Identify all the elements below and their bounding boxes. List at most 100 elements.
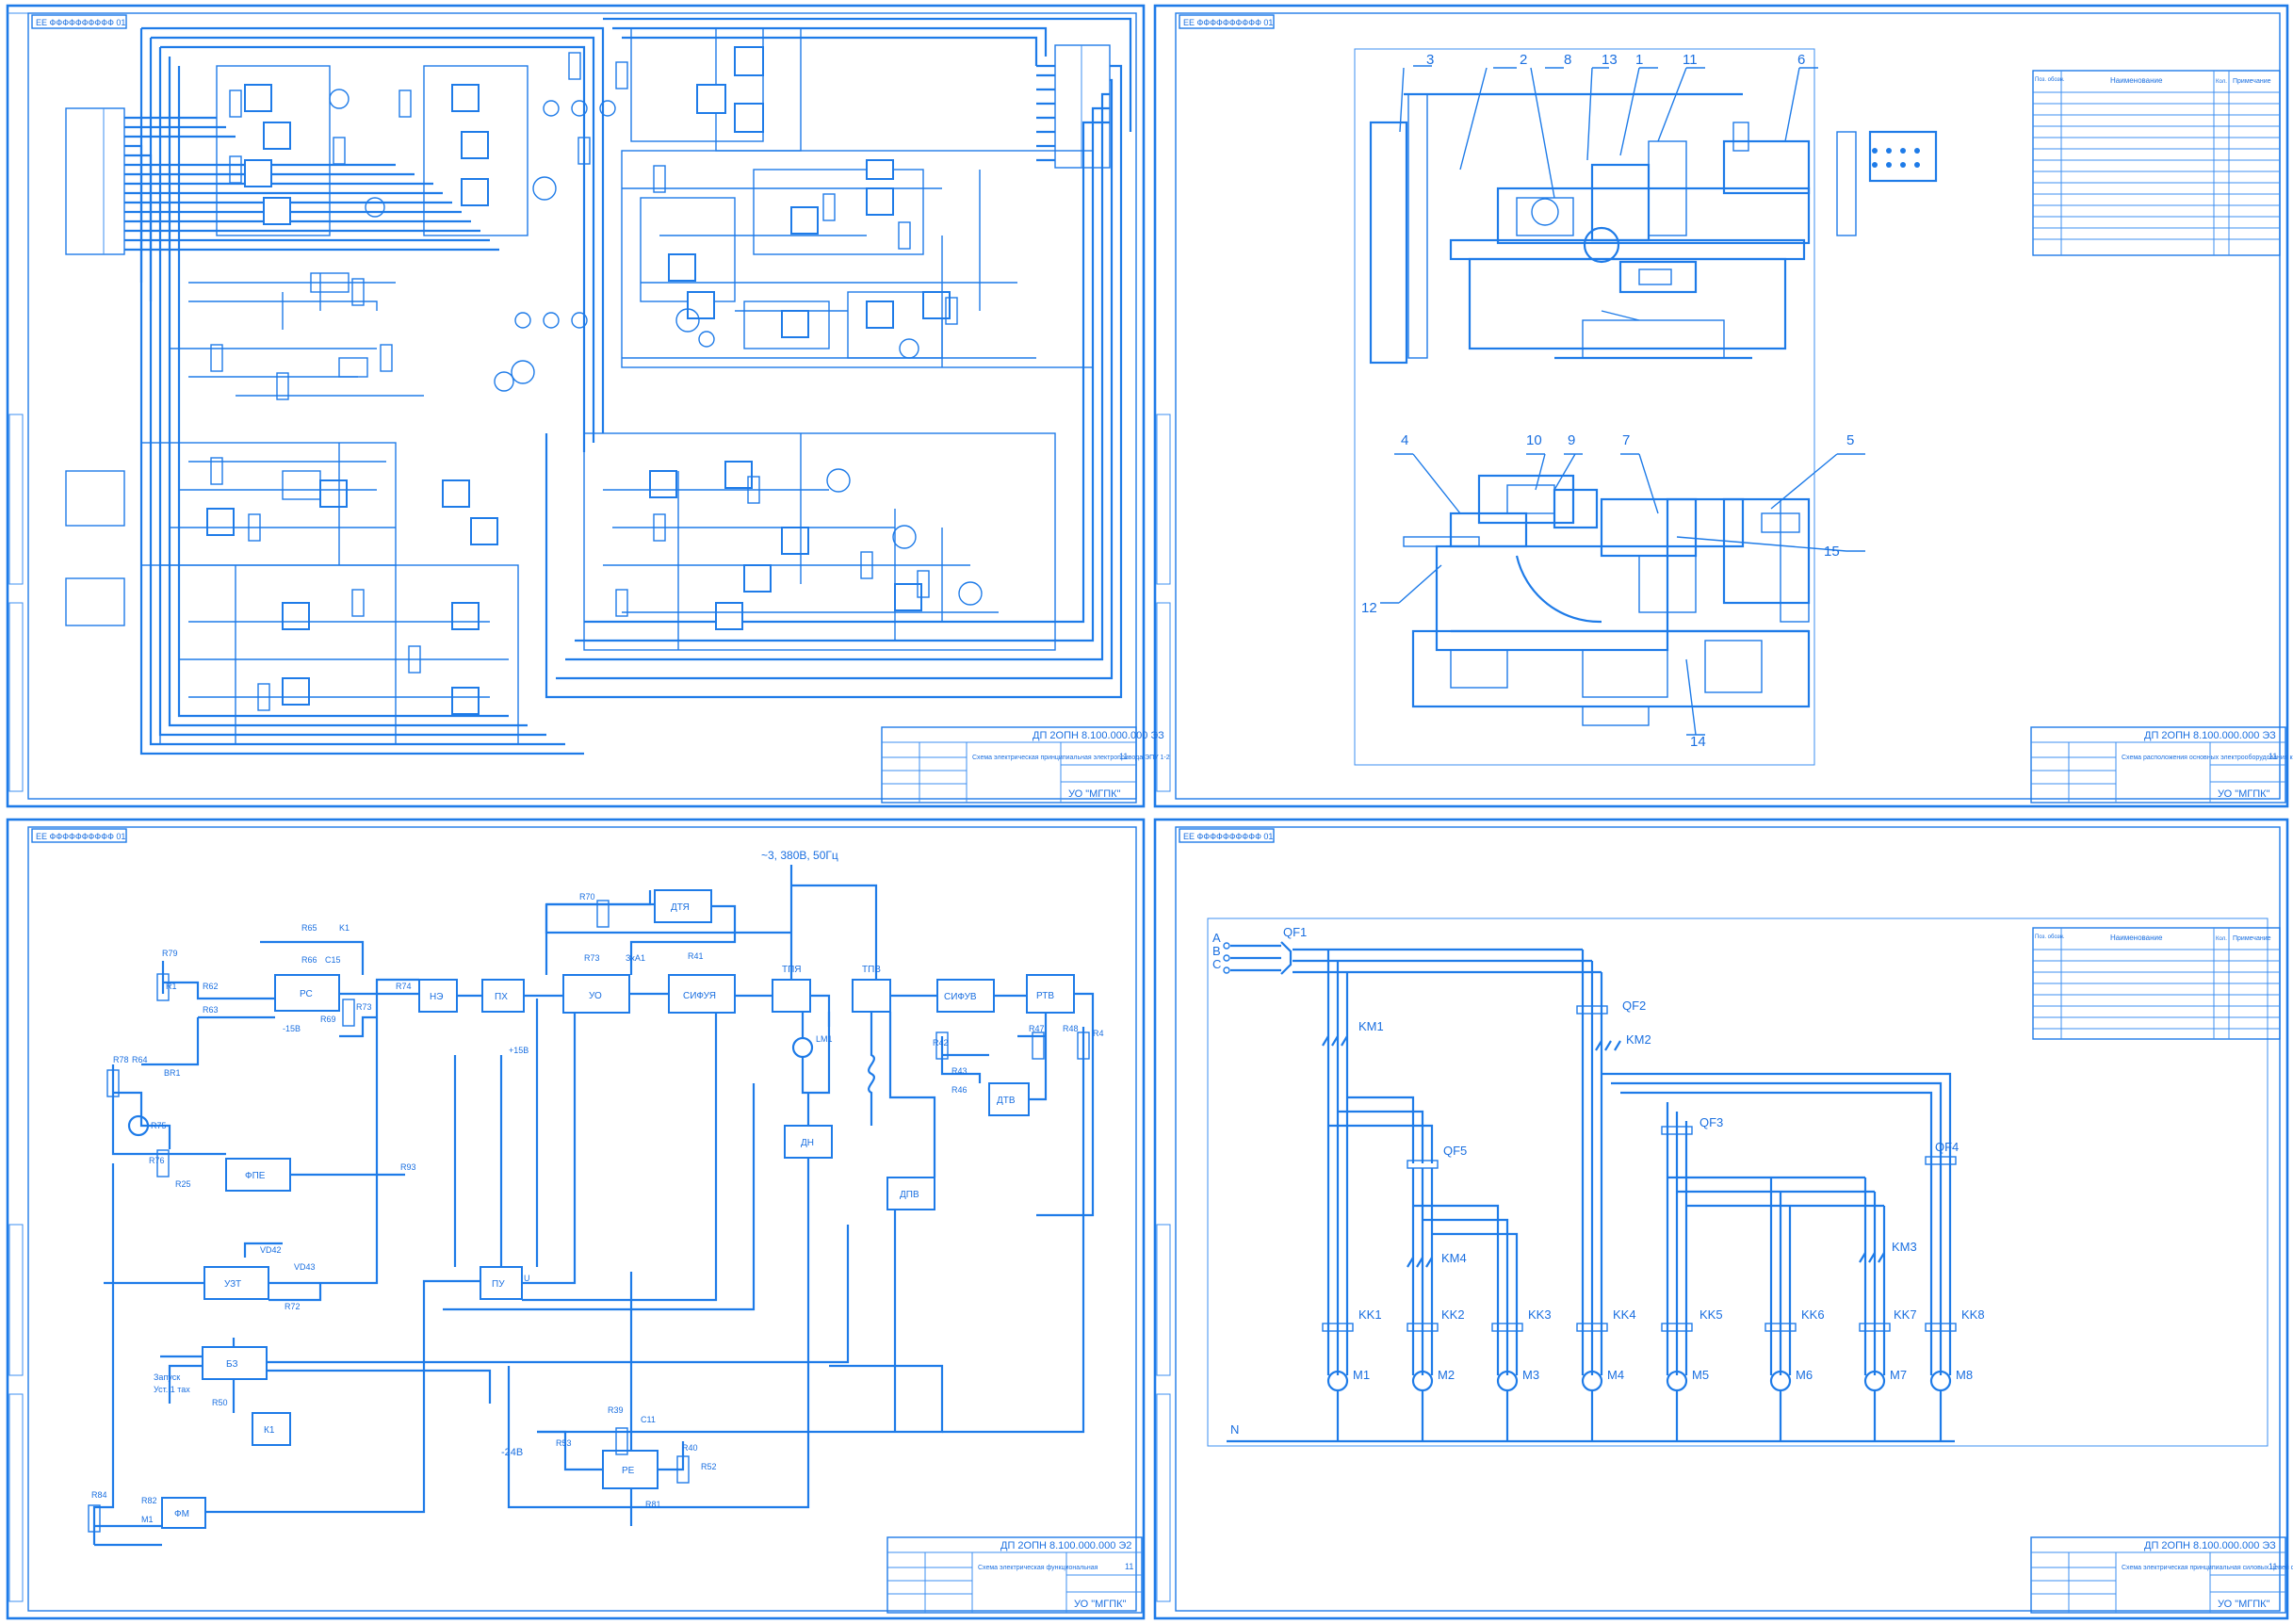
- label-rs: РС: [300, 989, 313, 999]
- lab-minus24: -24В: [501, 1447, 523, 1458]
- callout-13: 13: [1602, 52, 1618, 68]
- title-text-2: Схема расположения основных электрообору…: [2122, 754, 2293, 761]
- title-sheet-1: 11: [1119, 752, 1128, 761]
- block-ne: [418, 979, 458, 1013]
- title-org-2: УО "МГПК": [2218, 788, 2270, 800]
- functional-diagram: ~3, 380В, 50Гц РС НЭ ПХ УО СИФУЯ ТПЯ ТПВ…: [88, 849, 1104, 1547]
- lab-r40: R52: [701, 1462, 717, 1471]
- table4-h4: Примечание: [2233, 935, 2271, 942]
- lab-vd43: R72: [285, 1302, 301, 1311]
- label-dn: ДН: [801, 1138, 814, 1148]
- qf2: QF2: [1622, 999, 1646, 1013]
- callout-5: 5: [1846, 432, 1854, 448]
- label-uzt: УЗТ: [224, 1279, 241, 1290]
- title-block-2: ДП 2ОПН 8.100.000.000 ЭЗ Схема расположе…: [2030, 726, 2293, 804]
- lab-plus15: +15В: [509, 1046, 529, 1055]
- block-uo: [562, 974, 630, 1014]
- lab-r25: R93: [400, 1162, 416, 1172]
- callout-15: 15: [1824, 544, 1840, 560]
- callout-4: 4: [1401, 432, 1408, 448]
- label-rtv: РТВ: [1036, 991, 1054, 1001]
- sheet-1: [6, 4, 1146, 808]
- lab-r66: R66: [301, 955, 317, 965]
- label-dtv: ДТВ: [997, 1096, 1016, 1106]
- block-fm: [161, 1497, 206, 1529]
- label-ne: НЭ: [430, 992, 443, 1002]
- kk2: KK2: [1441, 1307, 1465, 1322]
- connector-x3: [65, 577, 125, 626]
- title-code-1: ДП 2ОПН 8.100.000.000 ЭЗ: [1033, 730, 1164, 741]
- lab-r43: R46: [951, 1085, 968, 1095]
- title-code-3: ДП 2ОПН 8.100.000.000 Э2: [1000, 1540, 1131, 1551]
- lab-r62: R62: [203, 982, 219, 991]
- label-sifuya: СИФУЯ: [683, 991, 716, 1001]
- block-dtya: [654, 889, 712, 923]
- sensor-br1: [127, 1114, 150, 1137]
- lab-k1: K1: [339, 923, 350, 933]
- stamp-1: ЕЕ ФФФФФФФФФФ 01: [36, 18, 125, 27]
- connector-x1: [65, 107, 125, 255]
- lab-minus15: -15В: [283, 1024, 301, 1033]
- lab-r82: M1: [141, 1515, 154, 1524]
- lab-r4: R50: [212, 1398, 228, 1407]
- lab-r65: R65: [301, 923, 317, 933]
- sheet-stamps: ЕЕ ФФФФФФФФФФ 01 ЕЕ ФФФФФФФФФФ 01 ЕЕ ФФФ…: [31, 14, 1275, 843]
- lab-r50: R39: [608, 1405, 624, 1415]
- title-sheet-2: 11: [2269, 752, 2277, 761]
- label-bz: БЗ: [226, 1359, 238, 1370]
- lab-r74: R74: [396, 982, 412, 991]
- kk7: KK7: [1894, 1307, 1917, 1322]
- margin-bars: [8, 414, 1171, 1602]
- lab-r72: R70: [579, 892, 595, 901]
- kk5: KK5: [1699, 1307, 1723, 1322]
- lab-r52: R53: [556, 1438, 572, 1448]
- lab-start: Запуск: [154, 1372, 180, 1382]
- sheet-3: [6, 818, 1146, 1620]
- title-sheet-3: 11: [1125, 1562, 1133, 1571]
- lab-r69: R69: [320, 1015, 336, 1024]
- lab-r39: C11: [641, 1415, 656, 1424]
- stamp-3: ЕЕ ФФФФФФФФФФ 01: [36, 832, 125, 841]
- lab-r73a: R73: [356, 1002, 372, 1012]
- callout-8: 8: [1564, 52, 1571, 68]
- phase-a: A: [1212, 931, 1221, 945]
- m8: M8: [1956, 1368, 1973, 1382]
- title-block-3: ДП 2ОПН 8.100.000.000 Э2 Схема электриче…: [886, 1536, 1143, 1614]
- lab-r78: R64: [132, 1055, 148, 1064]
- title-org-4: УО "МГПК": [2218, 1599, 2270, 1610]
- lab-c11: R40: [682, 1443, 698, 1453]
- table4-h3: Кол.: [2216, 936, 2227, 942]
- block-sifuya: [668, 974, 736, 1014]
- qf5: QF5: [1443, 1144, 1467, 1158]
- m1: M1: [1353, 1368, 1370, 1382]
- title-org-3: УО "МГПК": [1074, 1599, 1127, 1610]
- lab-r84: R82: [141, 1496, 157, 1505]
- block-dpv: [886, 1177, 935, 1210]
- m2: M2: [1438, 1368, 1455, 1382]
- lab-vd42: VD43: [294, 1262, 316, 1272]
- table4-h1: Поз. обозн.: [2035, 934, 2065, 940]
- m4: M4: [1607, 1368, 1624, 1382]
- block-k1: [252, 1412, 291, 1446]
- lab-m1: LM1: [816, 1034, 833, 1044]
- sheet-2: [1153, 4, 2289, 808]
- lab-plus10: R79: [162, 949, 178, 958]
- lab-set-max: Уст. 1 тах: [154, 1385, 190, 1394]
- stamp-4: ЕЕ ФФФФФФФФФФ 01: [1183, 832, 1273, 841]
- kk4: KK4: [1613, 1307, 1636, 1322]
- label-fm: ФМ: [174, 1509, 189, 1519]
- title-sheet-4: 11: [2269, 1562, 2277, 1571]
- title-code-2: ДП 2ОПН 8.100.000.000 ЭЗ: [2144, 730, 2276, 741]
- m5: M5: [1692, 1368, 1709, 1382]
- callout-9: 9: [1568, 432, 1575, 448]
- schematic-1: [65, 17, 1132, 755]
- kk3: KK3: [1528, 1307, 1552, 1322]
- motor-m1: [791, 1036, 814, 1059]
- qf4: QF4: [1935, 1140, 1959, 1154]
- table2-h2: Наименование: [2110, 76, 2163, 85]
- title-text-3: Схема электрическая функциональная: [978, 1565, 1098, 1571]
- lab-r1: R1: [166, 982, 177, 991]
- lab-r75: R76: [149, 1156, 165, 1165]
- m7: M7: [1890, 1368, 1907, 1382]
- label-tpv: ТПВ: [862, 965, 881, 975]
